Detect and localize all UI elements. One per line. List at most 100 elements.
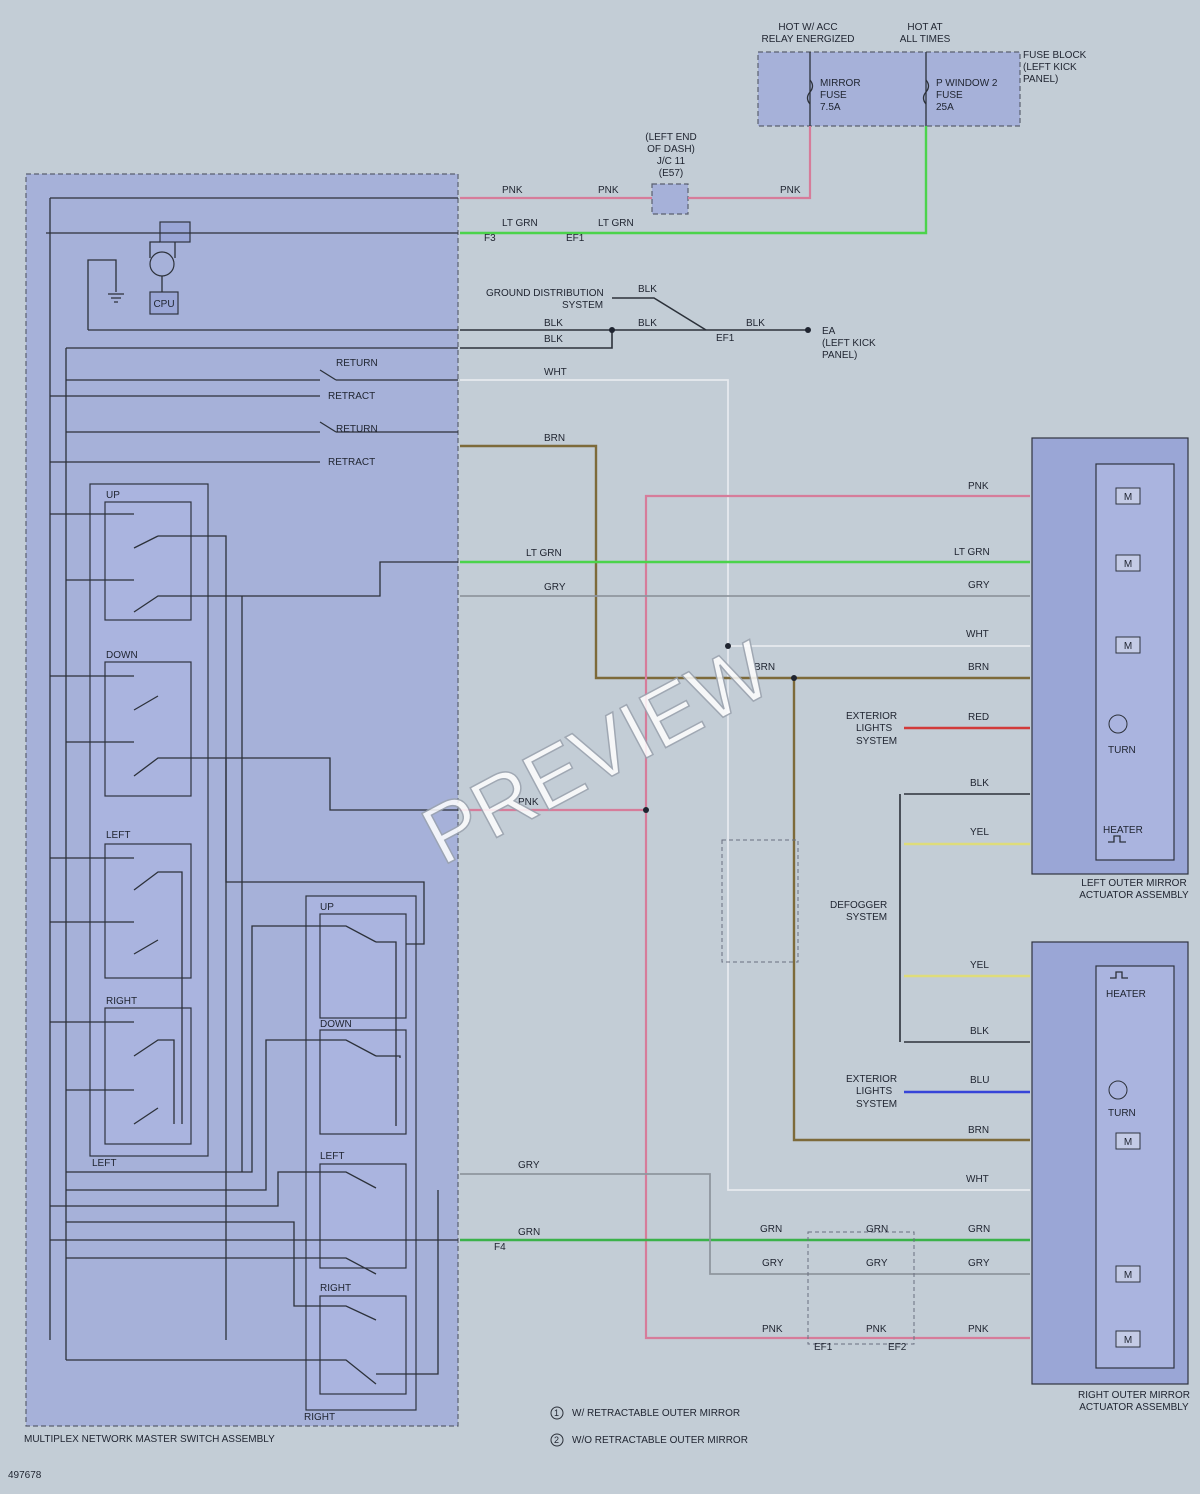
hot-all-label-2: ALL TIMES [900,34,951,45]
ext-lights-label-5: LIGHTS [856,1086,892,1097]
wire-label: LT GRN [526,548,562,559]
ext-lights-label-6: SYSTEM [856,1099,897,1110]
turn-lamp-icon [1108,1080,1128,1100]
wire-label: GRN [866,1224,888,1235]
fuse-block: HOT W/ ACC RELAY ENERGIZED HOT AT ALL TI… [757,22,1087,127]
left-label-2: LEFT [320,1151,344,1162]
wire-label: WHT [966,629,989,640]
ea-label-3: PANEL) [822,350,857,361]
wire-gry-right [460,1173,1030,1275]
ext-lights-label-1: EXTERIOR [846,711,897,722]
pwindow-fuse-icon [922,79,930,105]
connector-label: F4 [494,1242,506,1253]
cpu-label: CPU [153,299,174,310]
down-switch [104,661,192,797]
svg-text:M: M [1124,492,1132,503]
wire-label: LT GRN [598,218,634,229]
wire-label: PNK [780,185,801,196]
wire-label: PNK [968,481,989,492]
wire-label: PNK [598,185,619,196]
svg-text:M: M [1124,1137,1132,1148]
retract-label-2: RETRACT [328,457,375,468]
junction-connector-jc11: (LEFT END OF DASH) J/C 11 (E57) [645,132,697,215]
wire-label: GRY [968,580,990,591]
master-switch-label: MULTIPLEX NETWORK MASTER SWITCH ASSEMBLY [24,1434,275,1445]
turn-label-2: TURN [1108,1108,1136,1119]
wire-labels: PNK PNK PNK LT GRN LT GRN F3 EF1 GROUND … [484,185,990,1353]
motor-icon: M [1115,1132,1141,1150]
mirror-fuse-label-3: 7.5A [820,102,841,113]
wire-label: BRN [968,662,989,673]
wire-label: BLK [544,318,563,329]
mirror-fuse-label-1: MIRROR [820,78,861,89]
wire-label: GRY [968,1258,990,1269]
wire-label: BRN [968,1125,989,1136]
down-switch-r [319,1029,407,1135]
motor-icon: M [1115,636,1141,654]
legend-2-label: W/O RETRACTABLE OUTER MIRROR [572,1435,748,1446]
wire-label: PNK [502,185,523,196]
turn-lamp-icon [1108,714,1128,734]
ground-icon [87,259,124,330]
connector-ef1-ef2-group [721,839,799,963]
ext-lights-label-3: SYSTEM [856,736,897,747]
svg-text:M: M [1124,1335,1132,1346]
wire-yel [904,842,1030,978]
wire-pnk-fuse [460,126,812,200]
connector-label: EF1 [814,1342,833,1353]
wire-label: WHT [966,1174,989,1185]
left-mirror-label-2: ACTUATOR ASSEMBLY [1079,890,1189,901]
right-label-1: RIGHT [106,996,137,1007]
jc-label-3: J/C 11 [657,156,686,167]
heater-icon [1110,971,1128,979]
wire-ltgrn-fuse [460,126,928,235]
right-mirror-label-1: RIGHT OUTER MIRROR [1078,1390,1190,1401]
wire-label: BLK [544,334,563,345]
legend-1-label: W/ RETRACTABLE OUTER MIRROR [572,1408,740,1419]
svg-text:M: M [1124,559,1132,570]
ground-dist-label-1: GROUND DISTRIBUTION [486,288,604,299]
jc-label-2: OF DASH) [647,144,695,155]
wire-wht [460,379,1030,1191]
ground-dist-label-2: SYSTEM [562,300,603,311]
wire-blk-defogger [904,793,1030,1043]
fuse-block-label-1: FUSE BLOCK [1023,50,1087,61]
wire-label: GRN [968,1224,990,1235]
wire-label: WHT [544,367,567,378]
wire-label: BLK [970,778,989,789]
heater-label-1: HEATER [1103,825,1143,836]
wire-label: LT GRN [502,218,538,229]
defogger-label-2: SYSTEM [846,912,887,923]
wire-label: BLK [638,318,657,329]
ea-label-2: (LEFT KICK [822,338,876,349]
wire-pnk-mirror [460,494,1030,1340]
wire-label: YEL [970,960,989,971]
relay-box [159,221,191,243]
left-mirror-label-1: LEFT OUTER MIRROR [1081,878,1186,889]
ext-lights-label-4: EXTERIOR [846,1074,897,1085]
fuse-block-label-3: PANEL) [1023,74,1058,85]
return-label-1: RETURN [336,358,378,369]
legend: 1 W/ RETRACTABLE OUTER MIRROR 2 W/O RETR… [8,1406,748,1481]
wire-label: PNK [968,1324,989,1335]
wire-label: GRY [866,1258,888,1269]
wire-label: PNK [518,797,539,808]
right-label-2: RIGHT [320,1283,351,1294]
figure-id: 497678 [8,1470,42,1481]
motor-icon: M [1115,1330,1141,1348]
wire-label: PNK [866,1324,887,1335]
wire-label: BLK [746,318,765,329]
wire-label: BLK [970,1026,989,1037]
wire-label: LT GRN [954,547,990,558]
defogger-label-1: DEFOGGER [830,900,887,911]
wire-blk-ground [460,329,808,349]
wire-label: BRN [754,662,775,673]
jc-label-1: (LEFT END [645,132,697,143]
wire-label: RED [968,712,989,723]
wire-label: BLK [638,284,657,295]
left-switch-r [319,1163,407,1269]
svg-text:2: 2 [554,1435,559,1445]
hot-acc-label-1: HOT W/ ACC [778,22,837,33]
